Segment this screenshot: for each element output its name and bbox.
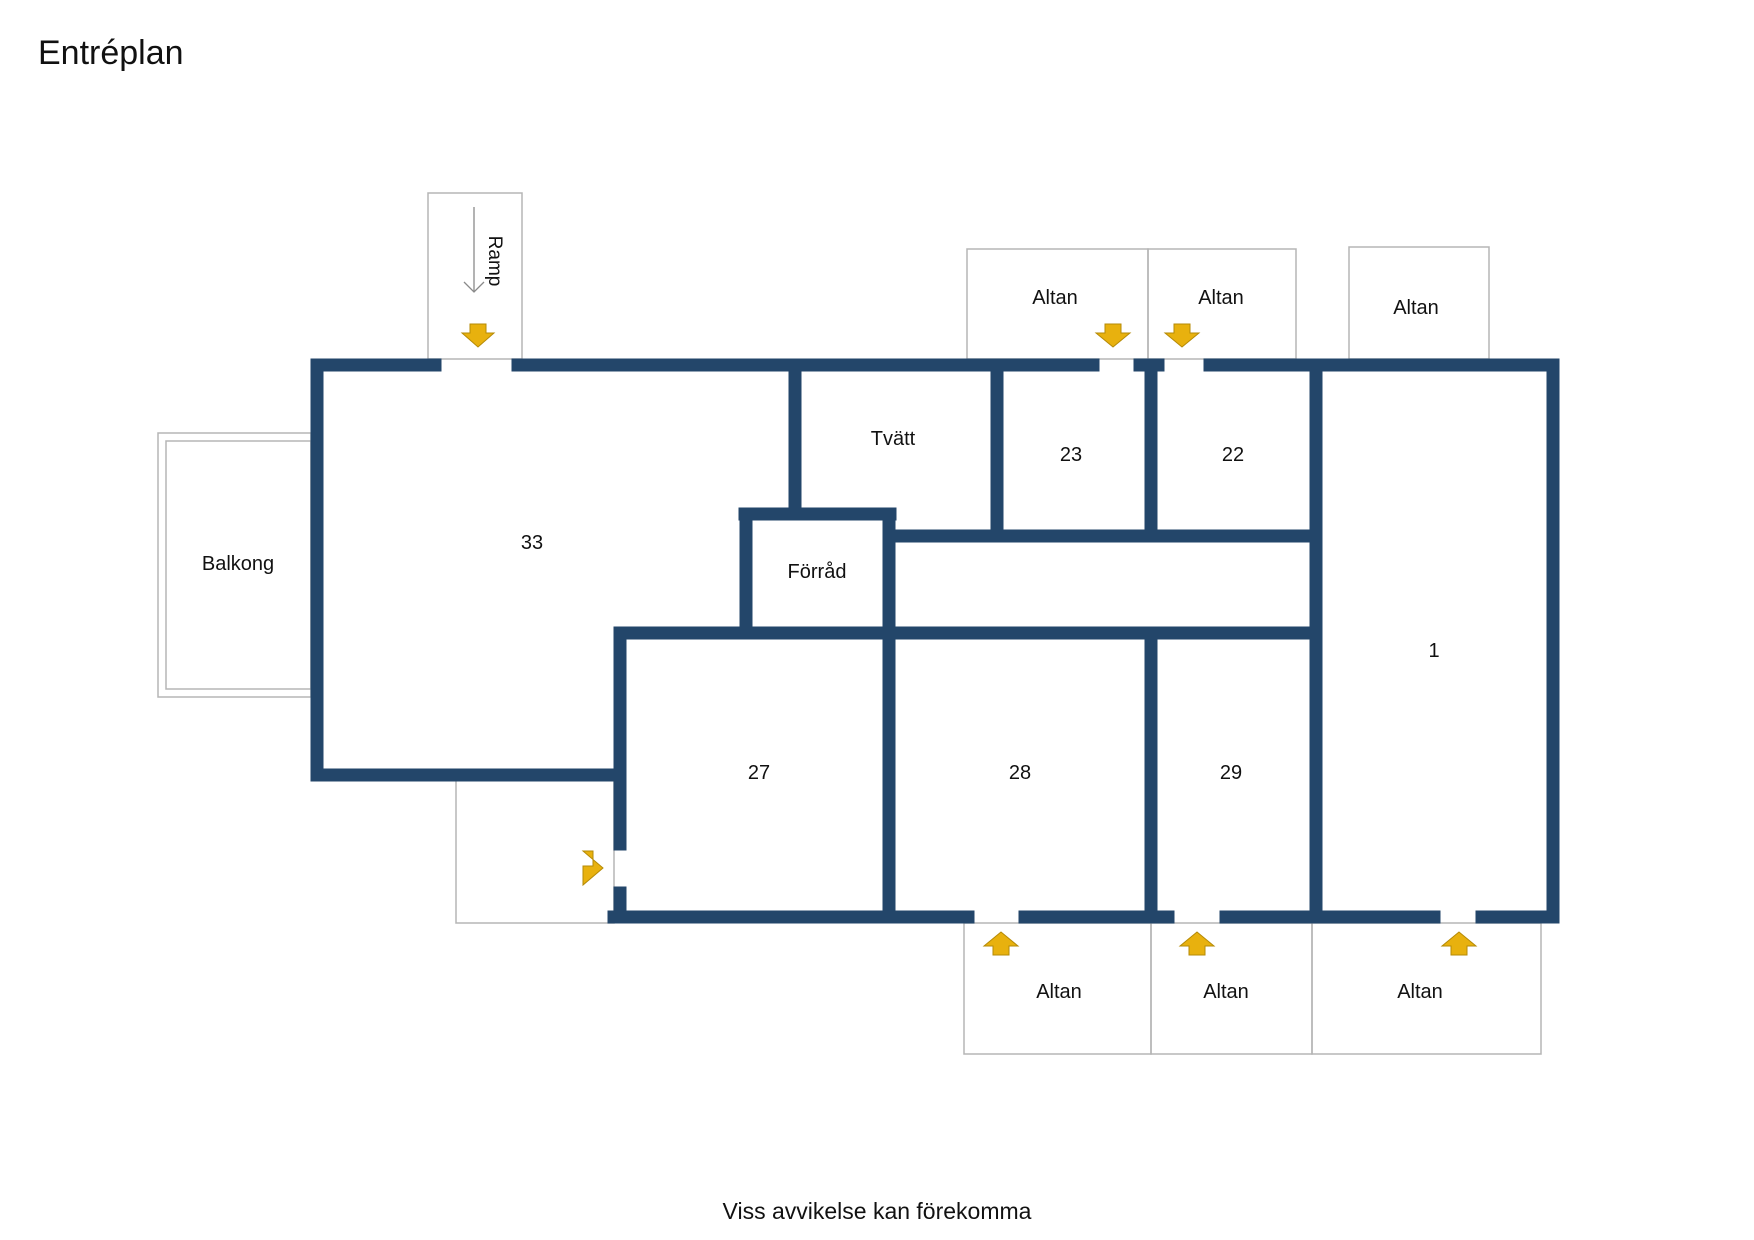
room-label-28: 28 — [1009, 762, 1031, 784]
page-title: Entréplan — [38, 34, 184, 72]
patio-bottom-2-label: Altan — [1203, 981, 1249, 1003]
exterior-outlines — [157, 192, 1542, 1055]
room-label-tvatt: Tvätt — [871, 428, 916, 450]
disclaimer-note: Viss avvikelse kan förekomma — [722, 1198, 1032, 1224]
entrance-arrow-icon — [1094, 323, 1132, 348]
patio-bottom-1-label: Altan — [1036, 981, 1082, 1003]
entrance-arrows — [460, 323, 1478, 956]
room-label-27: 27 — [748, 762, 770, 784]
entrance-arrow-icon — [581, 850, 604, 887]
walls — [310, 358, 1560, 924]
room-label-forrad: Förråd — [788, 561, 847, 583]
entrance-arrow-icon — [1440, 931, 1478, 956]
ramp-label: Ramp — [484, 236, 505, 287]
patio-top-1-label: Altan — [1032, 287, 1078, 309]
balcony-label: Balkong — [202, 553, 274, 575]
exterior-labels: Balkong Ramp Altan Altan Altan Altan Alt… — [202, 236, 1443, 1003]
entrance-arrow-icon — [460, 323, 496, 348]
ramp-direction-arrow-icon — [463, 207, 485, 293]
room-label-1: 1 — [1428, 640, 1439, 662]
room-labels: 33 Tvätt 23 22 Förråd 1 27 28 29 — [521, 428, 1440, 784]
patio-bottom-3-label: Altan — [1397, 981, 1443, 1003]
entrance-arrow-icon — [1163, 323, 1201, 348]
room-label-23: 23 — [1060, 444, 1082, 466]
patio-top-2-label: Altan — [1198, 287, 1244, 309]
entrance-arrow-icon — [982, 931, 1020, 956]
room-label-29: 29 — [1220, 762, 1242, 784]
room-label-33: 33 — [521, 532, 543, 554]
room-label-22: 22 — [1222, 444, 1244, 466]
ramp-outline — [427, 192, 523, 360]
entrance-arrow-icon — [1178, 931, 1216, 956]
patio-top-3-label: Altan — [1393, 297, 1439, 319]
